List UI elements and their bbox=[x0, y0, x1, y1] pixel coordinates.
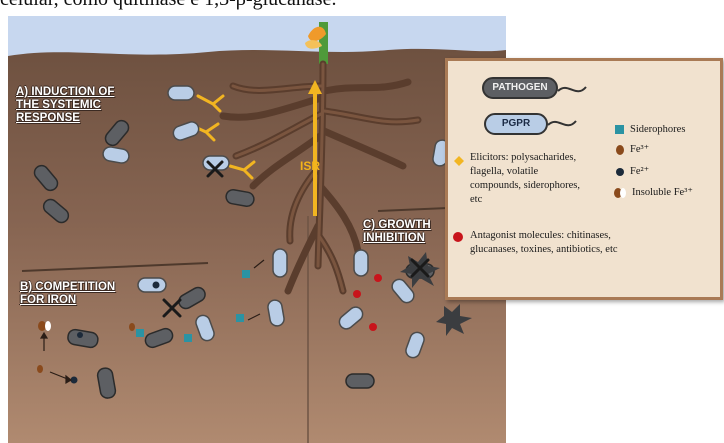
elicitors-line-4: etc bbox=[470, 193, 620, 207]
antagonist-label: Antagonist molecules: chitinases, glucan… bbox=[470, 229, 720, 257]
page-caption: celular, como quitinase e 1,3-β-glucanas… bbox=[0, 0, 724, 12]
elicitors-label: Elicitors: polysacharides, flagella, vol… bbox=[470, 151, 620, 207]
legend-panel: PATHOGEN PGPR Siderophores Fe³⁺ Fe²⁺ Ins… bbox=[445, 58, 723, 300]
antagonist-line-1: Antagonist molecules: chitinases, bbox=[470, 229, 720, 243]
elicitors-line-3: compounds, siderophores, bbox=[470, 179, 620, 193]
section-c-line-1: C) GROWTH bbox=[363, 219, 431, 232]
section-a-label: A) INDUCTION OF THE SYSTEMIC RESPONSE bbox=[16, 86, 114, 125]
section-b-line-2: FOR IRON bbox=[20, 294, 115, 307]
fe3-label: Fe³⁺ bbox=[630, 143, 649, 157]
section-c-line-2: INHIBITION bbox=[363, 232, 431, 245]
section-b-line-1: B) COMPETITION bbox=[20, 281, 115, 294]
siderophores-label: Siderophores bbox=[630, 123, 685, 137]
section-a-line-2: THE SYSTEMIC bbox=[16, 99, 114, 112]
siderophore-swatch bbox=[615, 125, 624, 134]
pgpr-legend-pill: PGPR bbox=[484, 113, 548, 135]
antagonist-swatch bbox=[453, 232, 463, 242]
section-c-label: C) GROWTH INHIBITION bbox=[363, 219, 431, 245]
isr-label: ISR bbox=[300, 159, 320, 173]
diagram-artwork bbox=[8, 16, 506, 443]
rhizosphere-diagram: A) INDUCTION OF THE SYSTEMIC RESPONSE B)… bbox=[8, 16, 506, 443]
elicitors-line-1: Elicitors: polysacharides, bbox=[470, 151, 620, 165]
elicitors-line-2: flagella, volatile bbox=[470, 165, 620, 179]
elicitor-swatch bbox=[454, 156, 464, 166]
pgpr-tail bbox=[548, 121, 576, 125]
insoluble-fe3-label: Insoluble Fe³⁺ bbox=[632, 186, 693, 200]
section-a-line-3: RESPONSE bbox=[16, 112, 114, 125]
insoluble-fe3-swatch-b bbox=[620, 188, 626, 198]
section-a-line-1: A) INDUCTION OF bbox=[16, 86, 114, 99]
fe2-label: Fe²⁺ bbox=[630, 165, 649, 179]
pathogen-tail bbox=[558, 87, 586, 91]
pathogen-legend-pill: PATHOGEN bbox=[482, 77, 558, 99]
antagonist-line-2: glucanases, toxines, antibiotics, etc bbox=[470, 243, 720, 257]
section-b-label: B) COMPETITION FOR IRON bbox=[20, 281, 115, 307]
